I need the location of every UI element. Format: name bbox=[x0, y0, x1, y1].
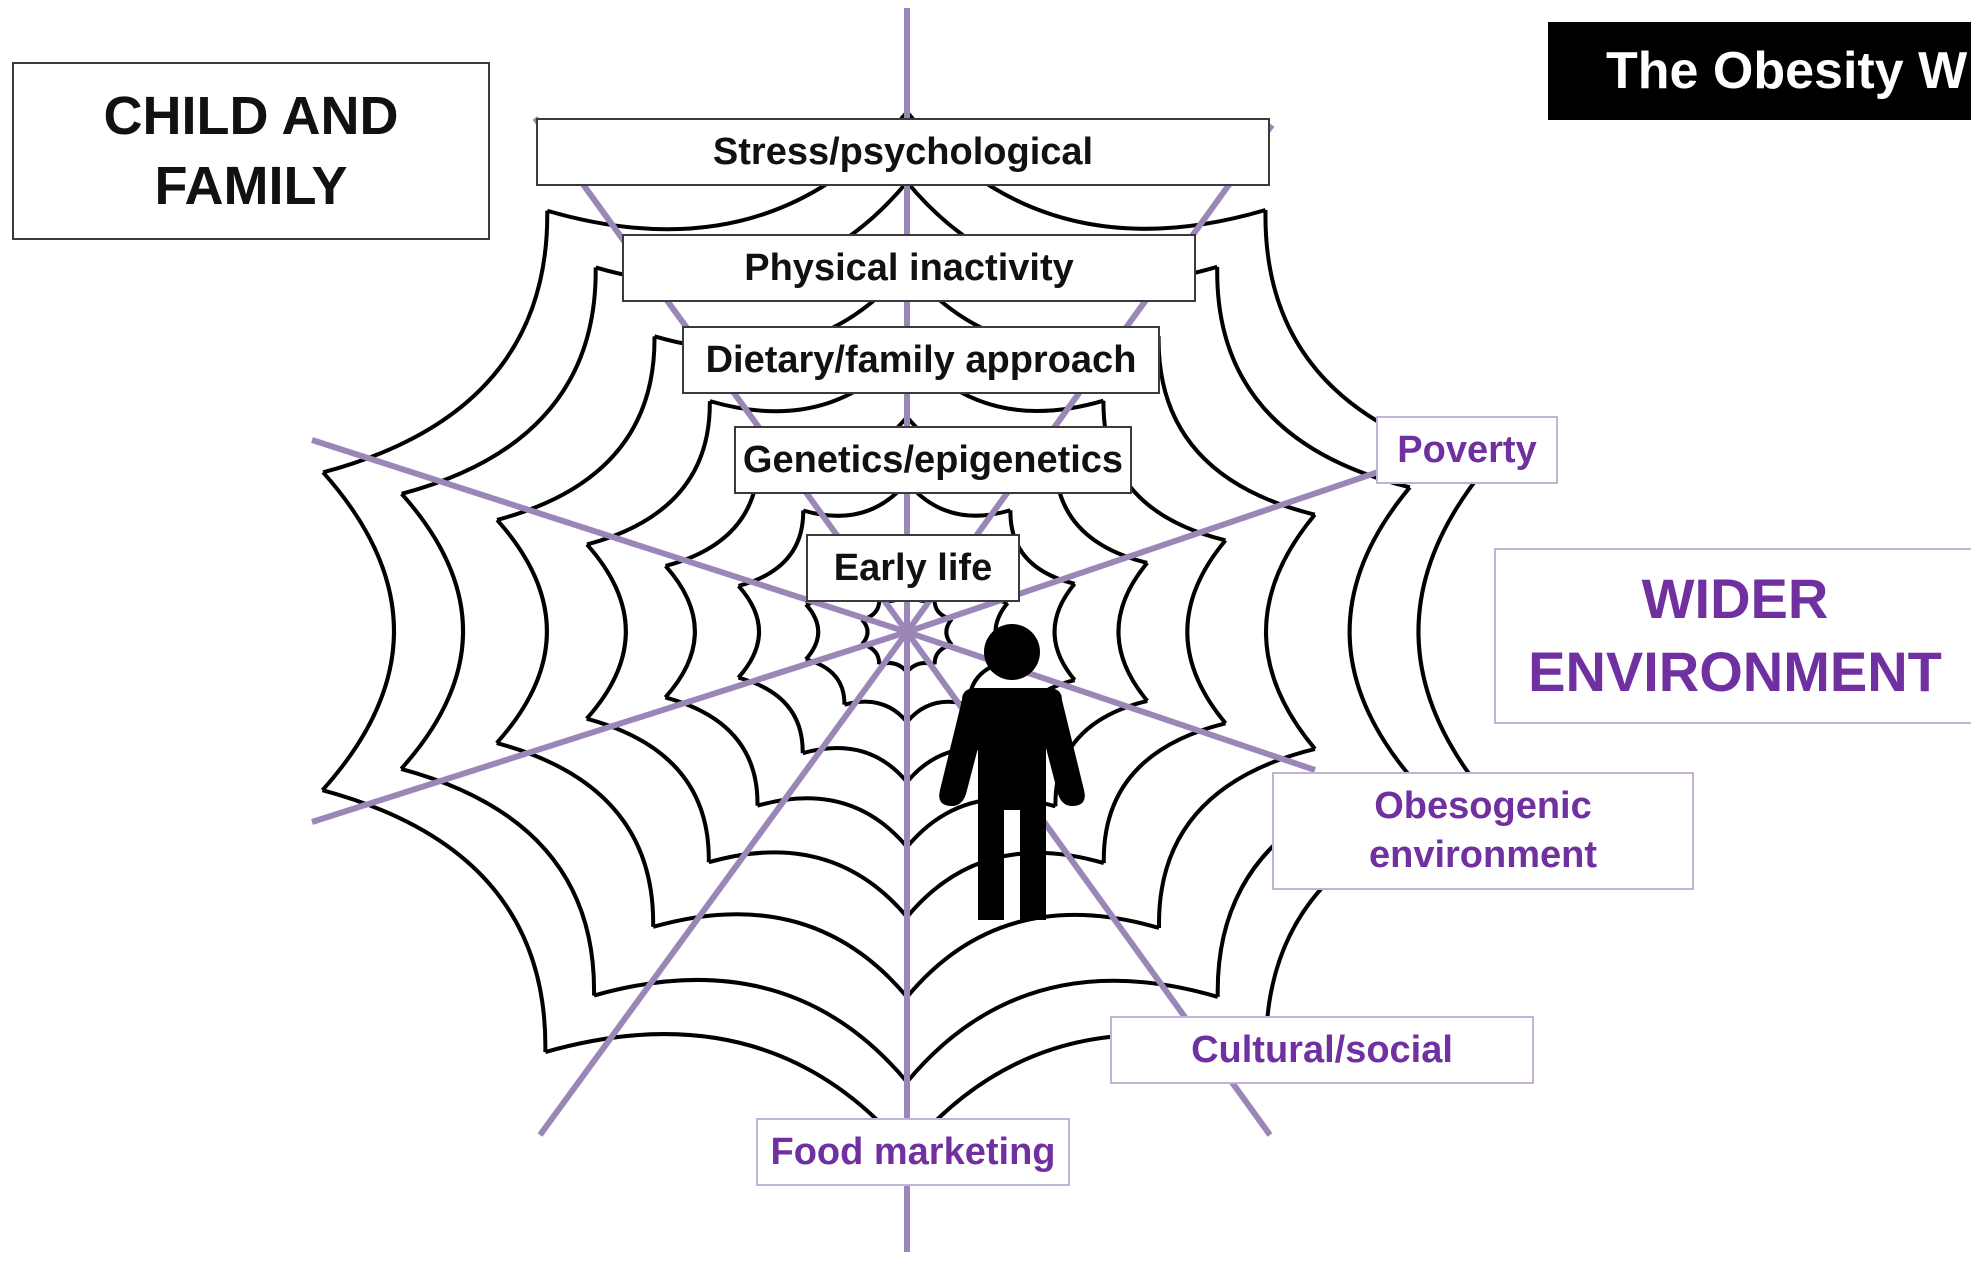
web-ring-segment bbox=[905, 912, 1160, 999]
wider-environment-line-1: WIDER bbox=[1641, 567, 1829, 631]
child-and-family-line-1: CHILD AND bbox=[103, 85, 399, 146]
factor-early-life: Early life bbox=[806, 534, 1020, 602]
web-ring-segment bbox=[593, 978, 909, 1084]
factor-inactivity-label: Physical inactivity bbox=[744, 246, 1074, 289]
web-ring-segment bbox=[802, 746, 909, 784]
factor-cultural-social: Cultural/social bbox=[1110, 1016, 1534, 1084]
web-ring-segment bbox=[320, 470, 396, 792]
web-ring-segment bbox=[321, 788, 548, 1053]
web-ring-segment bbox=[1156, 335, 1316, 517]
web-ring-segment bbox=[1101, 721, 1227, 864]
web-ring-segment bbox=[1416, 463, 1490, 800]
factor-food-marketing-label: Food marketing bbox=[770, 1130, 1056, 1173]
web-ring-segment bbox=[400, 766, 597, 996]
wider-environment-line-2: ENVIRONMENT bbox=[1528, 640, 1942, 703]
factor-dietary-label: Dietary/family approach bbox=[705, 338, 1137, 381]
diagram-title: The Obesity W bbox=[1606, 42, 1968, 100]
title-bar: The Obesity W bbox=[1548, 22, 1971, 120]
web-ring-segment bbox=[1116, 561, 1149, 703]
web-ring-segment bbox=[805, 657, 847, 705]
factor-poverty-label: Poverty bbox=[1397, 428, 1537, 471]
web-ring-segment bbox=[737, 675, 805, 754]
web-ring-segment bbox=[586, 401, 712, 547]
web-ring-segment bbox=[652, 912, 909, 999]
factor-physical-inactivity: Physical inactivity bbox=[622, 234, 1196, 302]
person-icon bbox=[939, 624, 1085, 920]
factor-obesogenic-line-1: Obesogenic bbox=[1374, 784, 1592, 827]
factor-stress-psychological: Stress/psychological bbox=[536, 118, 1270, 186]
web-ring-segment bbox=[905, 978, 1219, 1084]
web-spoke bbox=[537, 630, 910, 1137]
web-ring-segment bbox=[322, 210, 550, 475]
web-ring-segment bbox=[496, 336, 657, 522]
web-ring-segment bbox=[1264, 513, 1317, 751]
web-ring-segment bbox=[544, 1032, 909, 1154]
web-ring-segment bbox=[664, 695, 760, 806]
web-ring-segment bbox=[586, 716, 711, 863]
web-ring-segment bbox=[736, 584, 761, 679]
web-spoke bbox=[906, 629, 1316, 773]
web-ring-segment bbox=[585, 543, 628, 721]
web-ring-segment bbox=[756, 796, 909, 849]
factor-stress-label: Stress/psychological bbox=[712, 130, 1094, 173]
factor-poverty: Poverty bbox=[1376, 416, 1558, 484]
factor-obesogenic-line-2: environment bbox=[1368, 834, 1598, 876]
wider-environment-heading: WIDER ENVIRONMENT bbox=[1494, 548, 1971, 724]
web-ring-segment bbox=[804, 603, 821, 661]
child-and-family-heading: CHILD AND FAMILY bbox=[12, 62, 490, 240]
factor-cultural-label: Cultural/social bbox=[1191, 1028, 1453, 1071]
web-ring-segment bbox=[1008, 510, 1076, 586]
web-ring-segment bbox=[1157, 747, 1316, 929]
factor-dietary-family-approach: Dietary/family approach bbox=[682, 326, 1160, 394]
child-and-family-line-2: FAMILY bbox=[154, 156, 348, 216]
factor-genetics-epigenetics: Genetics/epigenetics bbox=[734, 426, 1132, 494]
factor-food-marketing: Food marketing bbox=[756, 1118, 1070, 1186]
web-ring-segment bbox=[496, 741, 656, 927]
web-ring-segment bbox=[399, 492, 465, 771]
web-ring-segment bbox=[1185, 539, 1228, 725]
factor-obesogenic-environment: Obesogenic environment bbox=[1272, 772, 1694, 890]
web-ring-segment bbox=[738, 510, 806, 588]
factor-early-life-label: Early life bbox=[833, 546, 993, 589]
web-ring-segment bbox=[860, 618, 870, 646]
web-ring-segment bbox=[401, 267, 598, 496]
web-ring-segment bbox=[1052, 582, 1077, 682]
web-ring-segment bbox=[663, 564, 697, 699]
web-ring-segment bbox=[1215, 266, 1411, 490]
web-spoke bbox=[311, 629, 908, 825]
web-ring-segment bbox=[944, 617, 954, 647]
web-spoke bbox=[906, 465, 1391, 635]
factor-genetics-label: Genetics/epigenetics bbox=[742, 438, 1124, 481]
web-ring-segment bbox=[1347, 486, 1412, 778]
web-ring-segment bbox=[495, 518, 549, 745]
web-ring-segment bbox=[708, 850, 909, 919]
